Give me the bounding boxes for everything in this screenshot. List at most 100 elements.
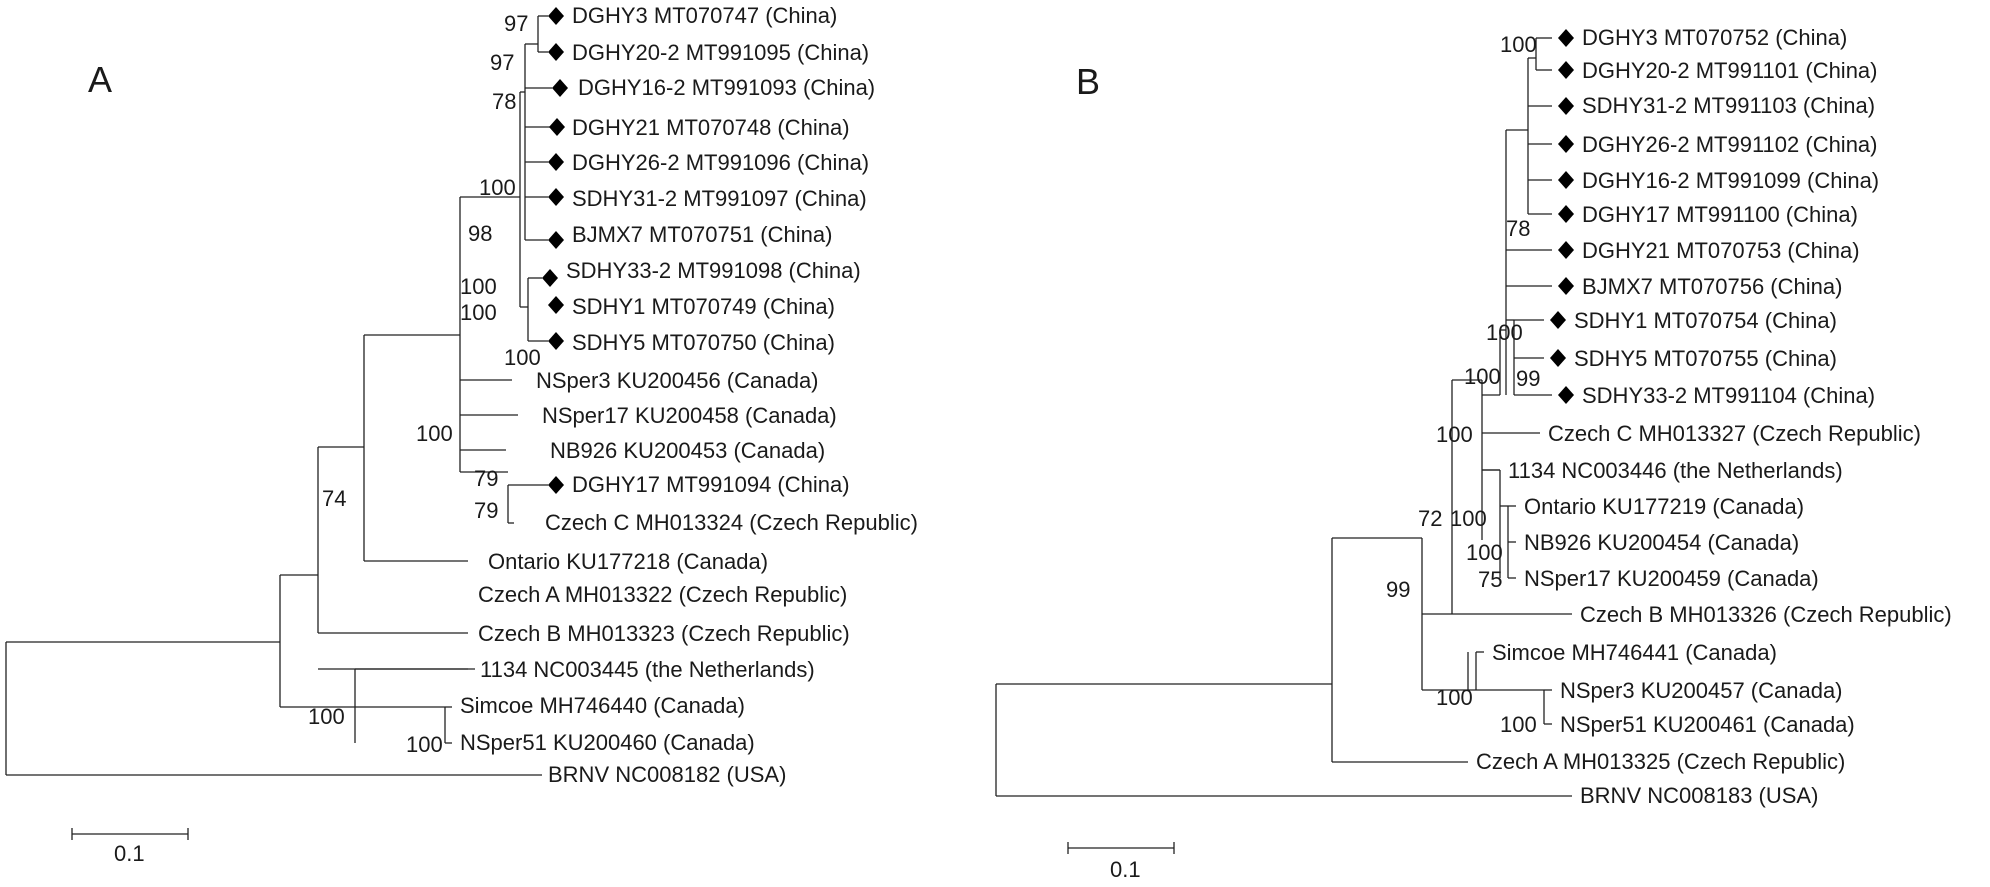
leaf-label: DGHY16-2 MT991099 (China): [1582, 168, 1879, 193]
bootstrap-value: 97: [490, 50, 514, 75]
bootstrap-value: 100: [406, 732, 443, 757]
tree-a-bootstrap: 97 97 78 100 98 100 100 100 79 79 100 74…: [308, 11, 541, 757]
leaf-label: Czech A MH013325 (Czech Republic): [1476, 749, 1845, 774]
diamond-marker: [549, 118, 565, 136]
leaf-label: DGHY16-2 MT991093 (China): [578, 75, 875, 100]
leaf-label: NSper17 KU200459 (Canada): [1524, 566, 1819, 591]
bootstrap-value: 100: [479, 175, 516, 200]
diamond-marker: [1558, 29, 1574, 47]
tree-panel-b: B: [995, 25, 1952, 882]
diamond-marker: [1558, 241, 1574, 259]
scale-bar-b: 0.1: [1067, 842, 1175, 882]
leaf-label: 1134 NC003446 (the Netherlands): [1508, 458, 1843, 483]
scale-label: 0.1: [114, 841, 145, 866]
leaf-label: BJMX7 MT070751 (China): [572, 222, 832, 247]
diamond-marker: [548, 188, 564, 206]
diamond-marker: [1550, 311, 1566, 329]
diamond-marker: [548, 476, 564, 494]
diamond-marker: [1558, 61, 1574, 79]
bootstrap-value: 74: [322, 486, 346, 511]
diamond-marker: [542, 269, 558, 287]
tree-a-markers: [542, 7, 568, 494]
scale-label: 0.1: [1110, 857, 1141, 882]
tree-b-branches: [995, 37, 1572, 797]
leaf-label: DGHY26-2 MT991102 (China): [1582, 132, 1878, 157]
leaf-label: NSper51 KU200460 (Canada): [460, 730, 755, 755]
tree-b-bootstrap: 100 78 100 99 100 100 72 100 100 75 99 1…: [1386, 32, 1540, 737]
bootstrap-value: 100: [1466, 540, 1503, 565]
diamond-marker: [548, 231, 564, 249]
diamond-marker: [1558, 386, 1574, 404]
bootstrap-value: 100: [308, 704, 345, 729]
bootstrap-value: 100: [1450, 506, 1487, 531]
leaf-label: DGHY3 MT070747 (China): [572, 3, 837, 28]
bootstrap-value: 78: [1506, 216, 1530, 241]
leaf-label: SDHY31-2 MT991103 (China): [1582, 93, 1875, 118]
bootstrap-value: 100: [460, 274, 497, 299]
scale-bar-a: 0.1: [71, 828, 189, 866]
leaf-label: Ontario KU177218 (Canada): [488, 549, 768, 574]
bootstrap-value: 100: [1486, 320, 1523, 345]
leaf-label: 1134 NC003445 (the Netherlands): [480, 657, 815, 682]
diamond-marker: [1558, 97, 1574, 115]
diamond-marker: [1558, 205, 1574, 223]
tree-a-branches: [5, 15, 552, 776]
leaf-label: Czech B MH013326 (Czech Republic): [1580, 602, 1952, 627]
leaf-label: SDHY1 MT070749 (China): [572, 294, 835, 319]
panel-a-label: A: [88, 59, 112, 100]
tree-panel-a: A: [5, 3, 918, 866]
leaf-label: NB926 KU200454 (Canada): [1524, 530, 1799, 555]
diamond-marker: [548, 7, 564, 25]
leaf-label: DGHY21 MT070753 (China): [1582, 238, 1860, 263]
leaf-label: BRNV NC008182 (USA): [548, 762, 786, 787]
leaf-label: SDHY5 MT070750 (China): [572, 330, 835, 355]
bootstrap-value: 97: [504, 11, 528, 36]
panel-b-label: B: [1076, 61, 1100, 102]
tree-b-leaves: DGHY3 MT070752 (China) DGHY20-2 MT991101…: [1476, 25, 1952, 808]
bootstrap-value: 100: [1464, 364, 1501, 389]
diamond-marker: [548, 43, 564, 61]
bootstrap-value: 100: [1436, 422, 1473, 447]
bootstrap-value: 79: [474, 498, 498, 523]
bootstrap-value: 100: [504, 345, 541, 370]
bootstrap-value: 79: [474, 466, 498, 491]
leaf-label: SDHY33-2 MT991104 (China): [1582, 383, 1875, 408]
diamond-marker: [548, 296, 564, 314]
leaf-label: NSper51 KU200461 (Canada): [1560, 712, 1855, 737]
leaf-label: BRNV NC008183 (USA): [1580, 783, 1818, 808]
diamond-marker: [1550, 349, 1566, 367]
bootstrap-value: 78: [492, 89, 516, 114]
leaf-label: DGHY17 MT991100 (China): [1582, 202, 1858, 227]
bootstrap-value: 100: [1436, 685, 1473, 710]
leaf-label: Simcoe MH746441 (Canada): [1492, 640, 1777, 665]
leaf-label: BJMX7 MT070756 (China): [1582, 274, 1842, 299]
bootstrap-value: 100: [1500, 32, 1537, 57]
leaf-label: DGHY3 MT070752 (China): [1582, 25, 1847, 50]
diamond-marker: [548, 332, 564, 350]
diamond-marker: [548, 153, 564, 171]
leaf-label: NSper3 KU200457 (Canada): [1560, 678, 1843, 703]
diamond-marker: [1558, 277, 1574, 295]
tree-a-leaves: DGHY3 MT070747 (China) DGHY20-2 MT991095…: [460, 3, 918, 787]
tree-b-markers: [1550, 29, 1574, 404]
diamond-marker: [1558, 135, 1574, 153]
leaf-label: Czech B MH013323 (Czech Republic): [478, 621, 850, 646]
diamond-marker: [1558, 171, 1574, 189]
leaf-label: Czech C MH013327 (Czech Republic): [1548, 421, 1921, 446]
leaf-label: DGHY20-2 MT991095 (China): [572, 40, 869, 65]
bootstrap-value: 75: [1478, 567, 1502, 592]
leaf-label: Czech A MH013322 (Czech Republic): [478, 582, 847, 607]
leaf-label: SDHY31-2 MT991097 (China): [572, 186, 867, 211]
leaf-label: SDHY33-2 MT991098 (China): [566, 258, 861, 283]
bootstrap-value: 72: [1418, 506, 1442, 531]
leaf-label: Simcoe MH746440 (Canada): [460, 693, 745, 718]
leaf-label: DGHY17 MT991094 (China): [572, 472, 850, 497]
leaf-label: DGHY20-2 MT991101 (China): [1582, 58, 1878, 83]
bootstrap-value: 100: [416, 421, 453, 446]
leaf-label: Ontario KU177219 (Canada): [1524, 494, 1804, 519]
leaf-label: NB926 KU200453 (Canada): [550, 438, 825, 463]
bootstrap-value: 100: [460, 300, 497, 325]
leaf-label: DGHY26-2 MT991096 (China): [572, 150, 869, 175]
diamond-marker: [552, 79, 568, 97]
